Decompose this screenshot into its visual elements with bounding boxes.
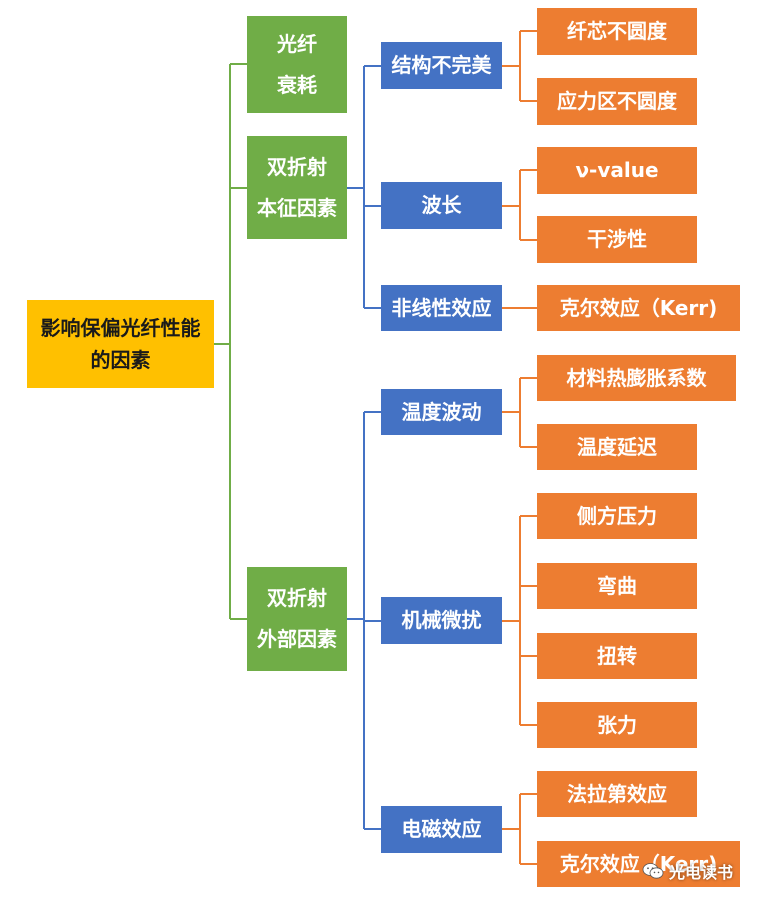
factor-electromagnetic-effect: 电磁效应	[381, 806, 502, 853]
category-external-line-1: 双折射	[267, 586, 327, 610]
category-fiber-loss-line-2: 衰耗	[277, 72, 317, 97]
detail-core-noncircularity: 纤芯不圆度	[537, 8, 697, 55]
detail-faraday-effect: 法拉第效应	[537, 771, 697, 817]
detail-kerr-effect-nonlinear: 克尔效应（Kerr)	[537, 285, 740, 331]
category-external-line-2: 外部因素	[257, 627, 337, 651]
watermark: 光电读书	[642, 859, 733, 883]
factor-structure-imperfection: 结构不完美	[381, 42, 502, 89]
detail-thermal-expansion-coefficient: 材料热膨胀系数	[537, 355, 736, 401]
wechat-icon	[642, 863, 664, 879]
root-node: 影响保偏光纤性能 的因素	[27, 300, 214, 388]
detail-temperature-delay: 温度延迟	[537, 424, 697, 470]
external-connectors	[347, 411, 381, 830]
category-intrinsic-birefringence: 双折射 本征因素	[247, 136, 347, 239]
detail-interference: 干涉性	[537, 216, 697, 263]
root-line-2: 的因素	[90, 348, 151, 372]
detail-v-value: ν-value	[537, 147, 697, 194]
detail-twisting: 扭转	[537, 633, 697, 679]
root-line-1: 影响保偏光纤性能	[40, 316, 201, 340]
detail-lateral-pressure: 侧方压力	[537, 493, 697, 539]
category-external-birefringence: 双折射 外部因素	[247, 567, 347, 671]
detail-bending: 弯曲	[537, 563, 697, 609]
detail-stress-region-noncircularity: 应力区不圆度	[537, 78, 697, 125]
factor-nonlinear-effect: 非线性效应	[381, 285, 502, 331]
category-intrinsic-line-1: 双折射	[267, 154, 327, 179]
factor-wavelength: 波长	[381, 182, 502, 229]
watermark-text: 光电读书	[669, 863, 734, 882]
category-fiber-loss: 光纤 衰耗	[247, 16, 347, 113]
detail-connectors	[502, 30, 537, 865]
factor-temperature-fluctuation: 温度波动	[381, 389, 502, 435]
category-intrinsic-line-2: 本征因素	[257, 195, 337, 220]
detail-kerr-effect-electromagnetic: 克尔效应（Kerr)	[537, 841, 740, 887]
detail-tension: 张力	[537, 702, 697, 748]
factor-mechanical-perturbation: 机械微扰	[381, 597, 502, 644]
root-connectors	[214, 63, 247, 620]
category-fiber-loss-line-1: 光纤	[277, 31, 317, 56]
intrinsic-connectors	[347, 65, 381, 309]
